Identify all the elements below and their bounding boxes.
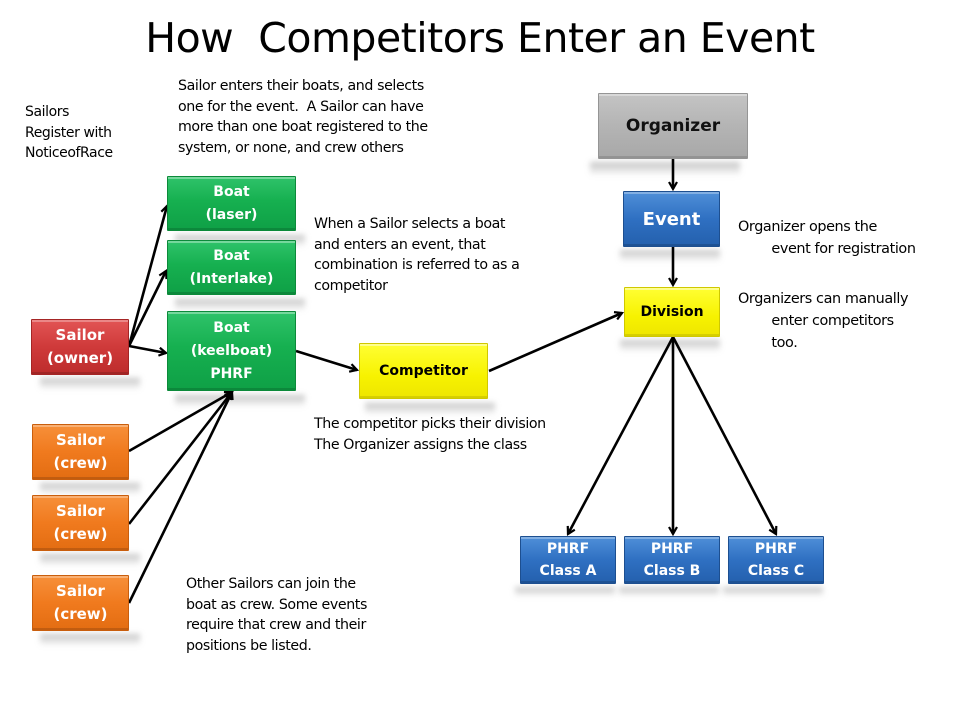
page-title: How Competitors Enter an Event (145, 14, 815, 62)
node-competitor[interactable]: Competitor (359, 343, 488, 399)
arrow-keelboat-to-competitor (295, 349, 357, 370)
arrow-crew2-to-keelboat (127, 392, 232, 525)
arrow-owner-to-interlake (127, 271, 166, 347)
arrow-competitor-to-division (488, 313, 622, 373)
shadow (40, 378, 140, 390)
shadow (40, 634, 140, 646)
arrow-crew3-to-keelboat (127, 392, 232, 604)
shadow (40, 483, 140, 495)
arrow-owner-to-laser (127, 206, 167, 347)
node-sailor-crew-3[interactable]: Sailor (crew) (32, 575, 129, 631)
shadow (723, 587, 823, 597)
arrow-division-to-class-a (568, 336, 675, 534)
node-division[interactable]: Division (624, 287, 720, 337)
shadow (515, 587, 615, 597)
node-event[interactable]: Event (623, 191, 720, 247)
node-class-b[interactable]: PHRF Class B (624, 536, 720, 584)
note-competitor-definition: When a Sailor selects a boat and enters … (314, 216, 520, 294)
node-sailor-owner[interactable]: Sailor (owner) (31, 319, 129, 375)
arrow-crew1-to-keelboat (128, 390, 232, 453)
shadow (175, 395, 305, 407)
node-boat-interlake[interactable]: Boat (Interlake) (167, 240, 296, 295)
shadow (620, 340, 720, 352)
shadow (175, 299, 305, 311)
node-class-a[interactable]: PHRF Class A (520, 536, 616, 584)
node-boat-laser[interactable]: Boat (laser) (167, 176, 296, 231)
note-organizer-manual: Organizers can manually enter competitor… (738, 291, 909, 351)
shadow (590, 162, 740, 176)
node-sailor-crew-1[interactable]: Sailor (crew) (32, 424, 129, 480)
shadow (40, 554, 140, 566)
arrow-division-to-class-c (671, 336, 776, 534)
arrow-owner-to-keelboat (128, 344, 166, 353)
node-organizer[interactable]: Organizer (598, 93, 748, 159)
note-organizer-opens: Organizer opens the event for registrati… (738, 219, 916, 257)
note-crew-join: Other Sailors can join the boat as crew.… (186, 576, 367, 654)
node-class-c[interactable]: PHRF Class C (728, 536, 824, 584)
note-boats-intro: Sailor enters their boats, and selects o… (178, 78, 428, 156)
node-sailor-crew-2[interactable]: Sailor (crew) (32, 495, 129, 551)
note-division-pick: The competitor picks their division The … (314, 416, 546, 453)
shadow (365, 403, 495, 415)
shadow (620, 250, 720, 262)
shadow (619, 587, 719, 597)
node-boat-keelboat[interactable]: Boat (keelboat) PHRF (167, 311, 296, 391)
note-sailors-register: Sailors Register with NoticeofRace (25, 104, 113, 161)
